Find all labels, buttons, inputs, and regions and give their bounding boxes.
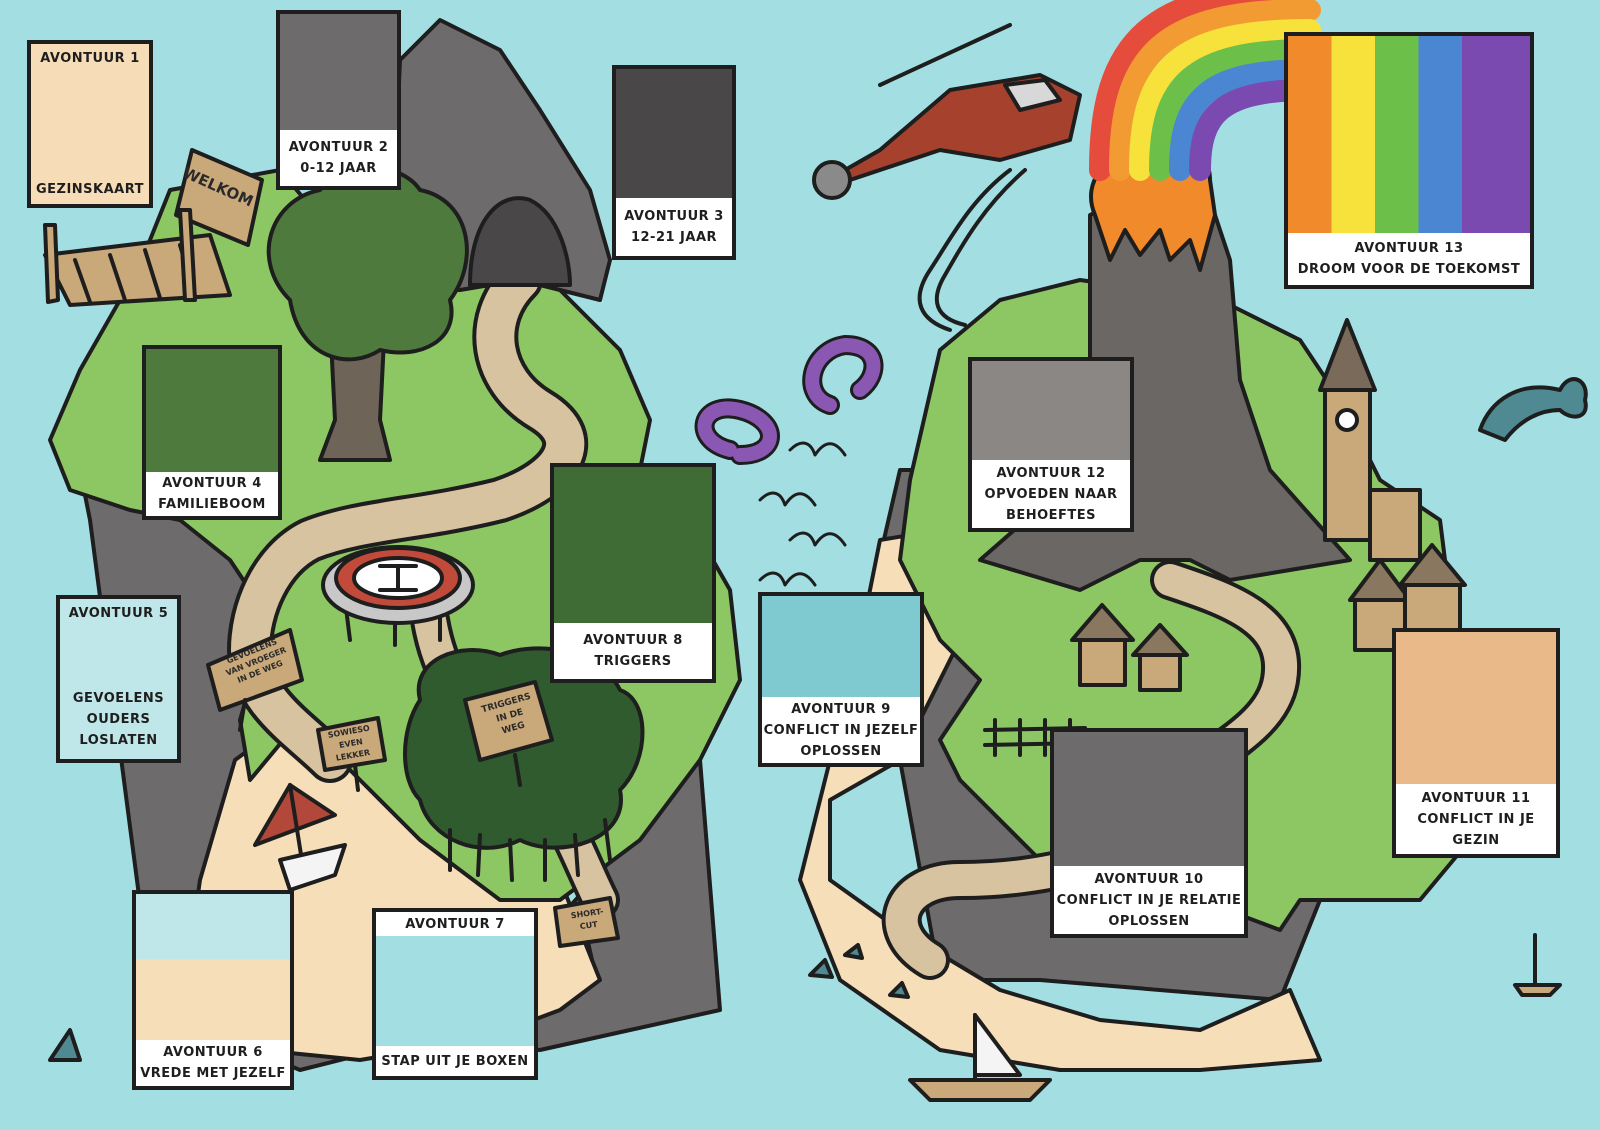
helipad bbox=[321, 545, 475, 647]
card-title: AVONTUUR 1 bbox=[40, 51, 140, 66]
avontuur-12-card[interactable]: AVONTUUR 12 OPVOEDEN NAAR BEHOEFTES bbox=[968, 357, 1134, 532]
fence bbox=[983, 718, 1087, 757]
sea-monster-tentacles bbox=[694, 335, 884, 465]
rainbow bbox=[1089, 0, 1321, 181]
avontuur-1-card[interactable]: AVONTUUR 1 GEZINSKAART bbox=[27, 40, 153, 208]
avontuur-13-card[interactable]: AVONTUUR 13 DROOM VOOR DE TOEKOMST bbox=[1284, 32, 1534, 289]
avontuur-3-card[interactable]: AVONTUUR 3 12-21 JAAR bbox=[612, 65, 736, 260]
card-line: LOSLATEN bbox=[79, 733, 158, 748]
card-line: OPLOSSEN bbox=[1108, 913, 1190, 929]
helicopter bbox=[812, 23, 1082, 332]
card-subtitle: FAMILIEBOOM bbox=[158, 497, 266, 512]
family-tree bbox=[266, 165, 469, 462]
card-subtitle: 0-12 JAAR bbox=[300, 161, 377, 176]
avontuur-9-card[interactable]: AVONTUUR 9 CONFLICT IN JEZELF OPLOSSEN bbox=[758, 592, 924, 767]
avontuur-10-card[interactable]: AVONTUUR 10 CONFLICT IN JE RELATIE OPLOS… bbox=[1050, 728, 1248, 938]
card-subtitle: TRIGGERS bbox=[594, 654, 672, 669]
card-title: AVONTUUR 8 bbox=[583, 633, 683, 648]
card-subtitle: 12-21 JAAR bbox=[630, 230, 718, 245]
beach-umbrella bbox=[253, 783, 347, 892]
card-title: AVONTUUR 10 bbox=[1094, 871, 1204, 887]
card-title: AVONTUUR 6 bbox=[163, 1045, 263, 1060]
card-line: CONFLICT IN JE RELATIE bbox=[1056, 892, 1242, 908]
card-title: AVONTUUR 13 bbox=[1354, 241, 1464, 256]
card-title: AVONTUUR 4 bbox=[162, 476, 262, 491]
avontuur-11-card[interactable]: AVONTUUR 11 CONFLICT IN JE GEZIN bbox=[1392, 628, 1560, 858]
card-title: AVONTUUR 7 bbox=[405, 916, 505, 932]
dolphin bbox=[1478, 377, 1588, 442]
card-title: AVONTUUR 11 bbox=[1421, 790, 1531, 806]
card-line: OUDERS bbox=[86, 712, 151, 727]
card-subtitle: VREDE MET JEZELF bbox=[140, 1066, 286, 1081]
small-fins bbox=[808, 943, 910, 999]
sailing-ship bbox=[908, 1013, 1052, 1102]
small-boat bbox=[1513, 933, 1562, 997]
avontuur-4-card[interactable]: AVONTUUR 4 FAMILIEBOOM bbox=[142, 345, 282, 520]
card-subtitle: STAP UIT JE BOXEN bbox=[381, 1053, 529, 1069]
avontuur-5-card[interactable]: AVONTUUR 5 GEVOELENS OUDERS LOSLATEN bbox=[56, 595, 181, 763]
card-line: OPLOSSEN bbox=[800, 743, 882, 759]
card-line: CONFLICT IN JE bbox=[1417, 811, 1535, 827]
sign-gevoelens bbox=[206, 628, 304, 732]
dock bbox=[43, 223, 232, 307]
card-line: CONFLICT IN JEZELF bbox=[763, 722, 919, 738]
avontuur-8-card[interactable]: AVONTUUR 8 TRIGGERS bbox=[550, 463, 716, 683]
sign-sowieso bbox=[316, 716, 387, 792]
sign-triggers bbox=[463, 680, 554, 787]
church bbox=[1318, 318, 1422, 562]
avontuur-2-card[interactable]: AVONTUUR 2 0-12 JAAR bbox=[276, 10, 401, 190]
cave bbox=[468, 196, 572, 287]
sign-shortcut bbox=[553, 896, 620, 962]
avontuur-6-card[interactable]: AVONTUUR 6 VREDE MET JEZELF bbox=[132, 890, 294, 1090]
card-title: AVONTUUR 5 bbox=[68, 606, 169, 621]
card-line: GEZIN bbox=[1452, 832, 1500, 848]
waves bbox=[758, 441, 847, 587]
card-title: AVONTUUR 3 bbox=[624, 209, 724, 224]
card-line: OPVOEDEN NAAR bbox=[984, 486, 1118, 502]
card-line: BEHOEFTES bbox=[1005, 507, 1097, 523]
card-subtitle: GEZINSKAART bbox=[35, 182, 145, 197]
card-title: AVONTUUR 9 bbox=[791, 701, 891, 717]
card-subtitle: DROOM VOOR DE TOEKOMST bbox=[1297, 262, 1521, 277]
card-line: GEVOELENS bbox=[72, 691, 165, 706]
shark-fin bbox=[48, 1028, 82, 1062]
card-title: AVONTUUR 2 bbox=[288, 140, 389, 155]
avontuur-7-card[interactable]: AVONTUUR 7 STAP UIT JE BOXEN bbox=[372, 908, 538, 1080]
card-title: AVONTUUR 12 bbox=[996, 465, 1106, 481]
welkom-sign bbox=[174, 148, 264, 302]
